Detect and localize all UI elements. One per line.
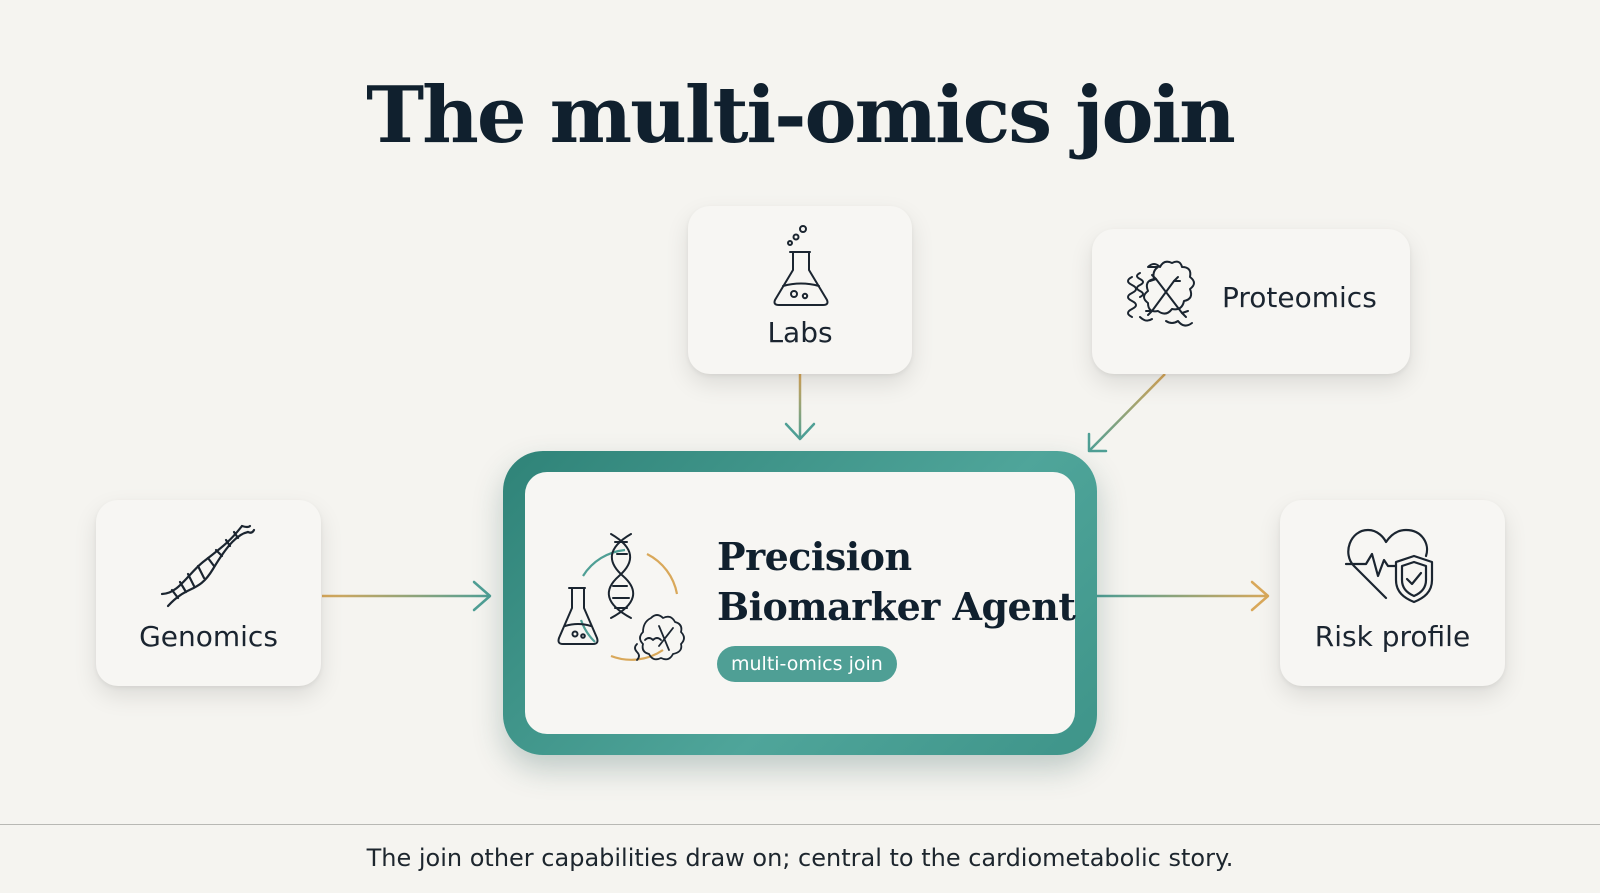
page-title: The multi-omics join bbox=[366, 70, 1236, 161]
labs-node: Labs bbox=[688, 206, 912, 374]
dna-icon bbox=[160, 524, 256, 608]
genomics-label: Genomics bbox=[139, 620, 278, 653]
flask-icon bbox=[773, 225, 829, 306]
edge-agent-to-risk bbox=[1097, 580, 1270, 612]
footer-caption: The join other capabilities draw on; cen… bbox=[366, 844, 1234, 872]
agent-title-line1: Precision bbox=[717, 534, 912, 579]
edge-genomics-to-agent bbox=[322, 580, 492, 612]
genomics-node: Genomics bbox=[96, 500, 321, 686]
labs-label: Labs bbox=[767, 316, 833, 349]
multi-omics-join-pill: multi-omics join bbox=[717, 646, 897, 682]
edge-labs-to-agent bbox=[784, 374, 816, 441]
agent-title: Precision Biomarker Agent bbox=[717, 532, 1077, 632]
proteomics-node: Proteomics bbox=[1092, 229, 1410, 374]
multi-omics-cycle-icon bbox=[557, 533, 685, 661]
agent-title-line2: Biomarker Agent bbox=[717, 584, 1076, 629]
protein-structure-icon bbox=[1127, 260, 1195, 327]
agent-card: Precision Biomarker Agent multi-omics jo… bbox=[525, 472, 1077, 734]
proteomics-label: Proteomics bbox=[1222, 281, 1377, 314]
footer-divider bbox=[0, 824, 1600, 825]
precision-biomarker-agent-node: Precision Biomarker Agent multi-omics jo… bbox=[503, 451, 1097, 755]
heart-shield-icon bbox=[1344, 528, 1434, 604]
risk-profile-label: Risk profile bbox=[1314, 620, 1471, 653]
edge-proteomics-to-agent bbox=[1087, 373, 1166, 453]
risk-profile-node: Risk profile bbox=[1280, 500, 1505, 686]
